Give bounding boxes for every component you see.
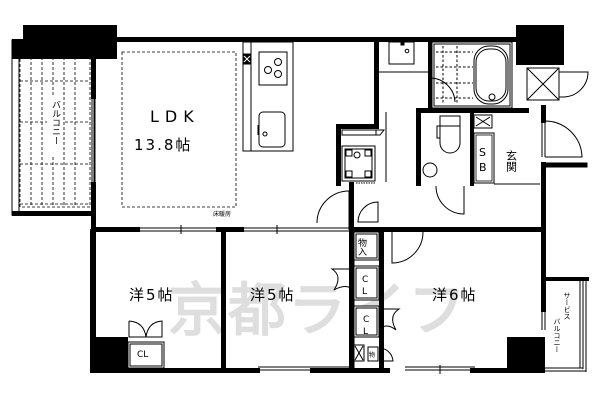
ldk-size: 13.8帖 <box>134 136 192 154</box>
fridge-space <box>341 129 386 184</box>
meter-box <box>526 67 589 101</box>
sink-icon <box>258 111 286 148</box>
sliding-doors[interactable] <box>96 225 349 234</box>
closet3-label-c: C <box>363 315 369 325</box>
room-western-2: 洋5帖 <box>250 286 349 371</box>
closet2-label-c: C <box>362 275 368 285</box>
watermark: 京都ライフ <box>168 276 468 344</box>
closet-column <box>330 231 401 362</box>
closet3-label-l: L <box>363 327 368 337</box>
ldk-window <box>91 99 96 182</box>
bathroom <box>430 41 513 109</box>
toilet-icon <box>439 126 461 154</box>
walls <box>12 25 589 373</box>
washer-icon <box>344 148 373 179</box>
sb-label-s: S <box>479 146 486 159</box>
kitchen <box>242 41 294 152</box>
small-storage-label: 物 <box>369 351 375 359</box>
room-ldk: LDK 13.8帖 床暖房 <box>121 51 237 218</box>
room-western-1: 洋5帖 CL <box>91 253 175 369</box>
closet-1[interactable] <box>127 320 165 369</box>
balcony-label: バルコニー <box>50 100 61 145</box>
service-balcony-line2: バルコニー <box>553 318 561 353</box>
stove-icon <box>258 51 288 86</box>
shoe-box: S B <box>473 132 495 184</box>
storage-label: 物入 <box>356 237 367 256</box>
service-balcony: サービス バルコニー <box>545 281 587 372</box>
western2-label: 洋5帖 <box>250 286 296 304</box>
room-western-3: 洋6帖 <box>391 230 546 374</box>
floor-heating-label: 床暖房 <box>213 210 231 218</box>
sb-label-b: B <box>479 161 487 174</box>
entrance-door[interactable] <box>541 120 588 168</box>
toilet <box>436 114 493 154</box>
balcony: バルコニー <box>11 39 95 216</box>
service-balcony-line1: サービス <box>563 292 571 320</box>
closet1-label: CL <box>137 350 148 360</box>
western1-label: 洋5帖 <box>129 286 175 304</box>
washroom <box>379 41 438 182</box>
ldk-name: LDK <box>150 107 200 126</box>
entrance-label: 玄関 <box>505 149 518 172</box>
closet2-label-l: L <box>362 287 367 297</box>
western3-label: 洋6帖 <box>432 286 478 304</box>
bathtub-icon <box>473 45 509 105</box>
washbasin-icon <box>422 162 438 178</box>
